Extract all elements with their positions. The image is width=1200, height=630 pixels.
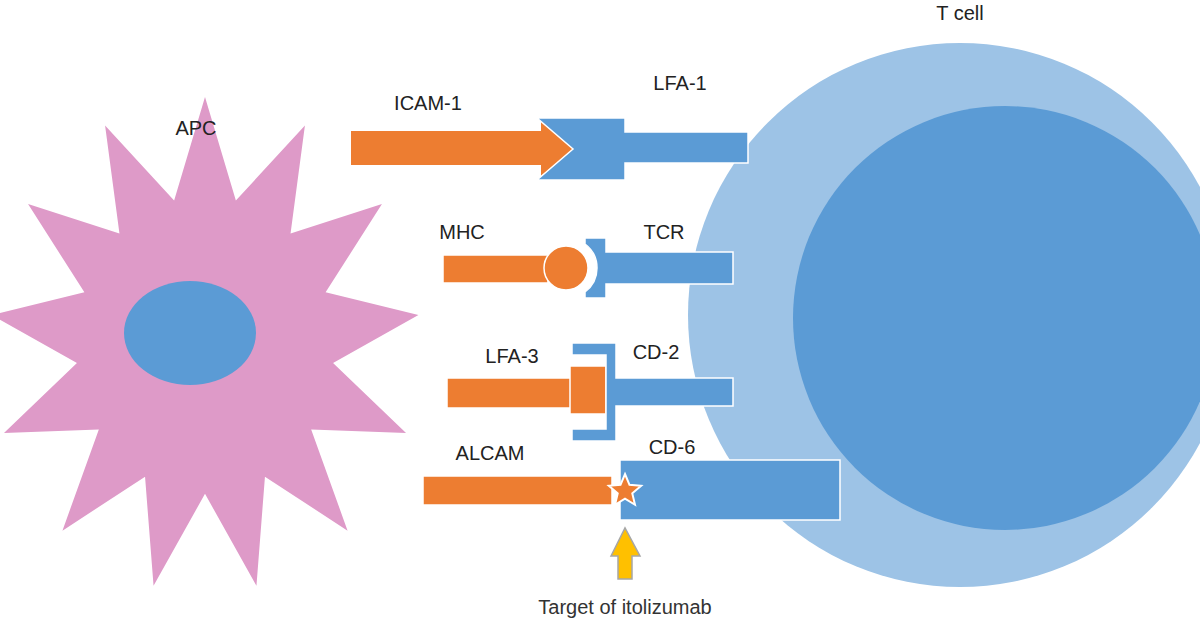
receptor-notch: LFA-1: [535, 115, 750, 183]
molecule-label: MHC: [439, 221, 485, 243]
target-arrow: [611, 528, 640, 579]
ligand-star: ALCAM: [421, 472, 643, 508]
callout-label: Target of itolizumab: [538, 596, 711, 618]
cell-outline: [0, 97, 418, 586]
ligand-head: [570, 366, 606, 414]
molecule-label: LFA-1: [653, 72, 706, 94]
nucleus: [124, 281, 256, 385]
ligand-ball: MHC: [440, 244, 590, 292]
receptor-bar: CD-6: [620, 460, 842, 522]
receptor-bracket: CD-2: [570, 341, 735, 443]
node-shape: [535, 115, 750, 183]
node-shape: [0, 95, 430, 595]
molecule-label: TCR: [643, 221, 684, 243]
molecule-label: CD-2: [633, 341, 680, 363]
apc-cell: APC: [0, 95, 430, 595]
ligand-stem: [443, 255, 548, 283]
receptor-shape: [620, 460, 840, 520]
node-shape: [421, 472, 643, 508]
nucleus: [793, 106, 1200, 530]
ligand-head: [544, 246, 588, 290]
node-shape: [582, 238, 734, 298]
node-shape: [440, 244, 590, 292]
ligand-stem: [423, 476, 612, 505]
molecule-label: ICAM-1: [394, 92, 462, 114]
molecule-label: CD-6: [649, 436, 696, 458]
molecule-label: LFA-3: [485, 345, 538, 367]
receptor-shape: [585, 238, 733, 298]
molecule-label: APC: [175, 117, 216, 139]
ligand-stem: [447, 378, 575, 408]
receptor-cup: TCR: [582, 238, 734, 298]
molecule-label: T cell: [936, 2, 983, 24]
node-shape: [620, 460, 842, 522]
receptor-shape: [537, 118, 748, 180]
node-shape: [445, 364, 608, 416]
molecule-label: ALCAM: [456, 442, 525, 464]
ligand-shape: [350, 118, 577, 178]
ligand-block: LFA-3: [445, 364, 608, 416]
